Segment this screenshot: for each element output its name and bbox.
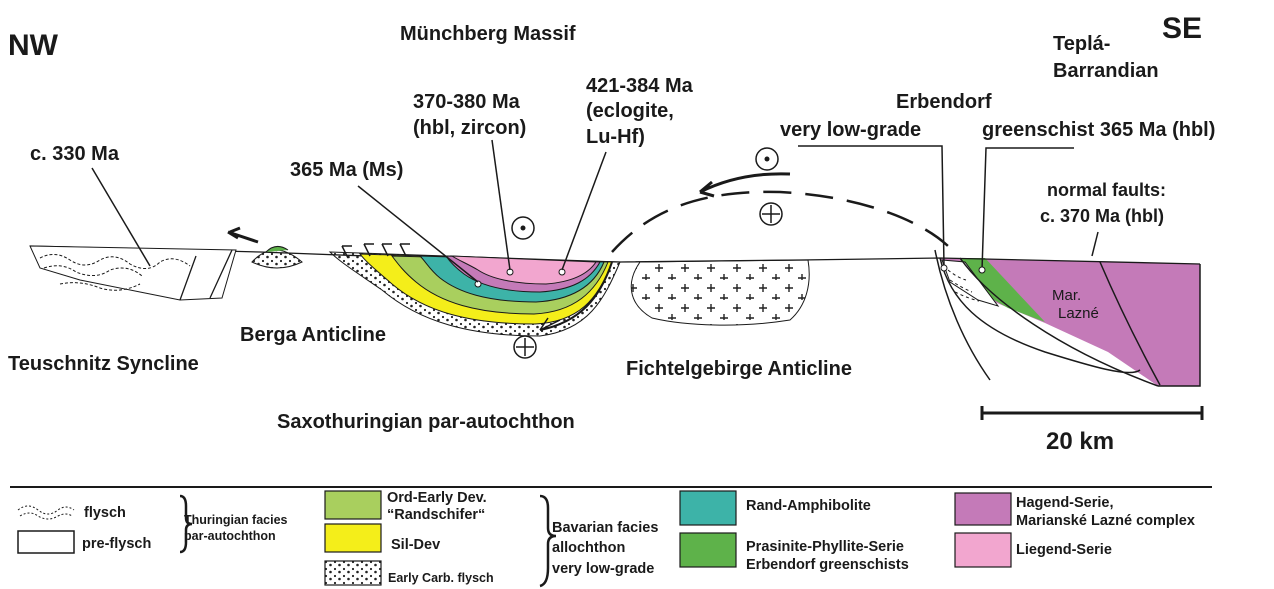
out-of-page-symbol xyxy=(756,148,778,170)
age-421-label-2: (eclogite, xyxy=(586,100,674,122)
legend-prasinite-2: Erbendorf greenschists xyxy=(746,557,909,573)
scale-label: 20 km xyxy=(1046,428,1114,455)
prasinite-swatch xyxy=(680,533,736,567)
liegend-swatch xyxy=(955,533,1011,567)
carb-swatch xyxy=(325,561,381,585)
legend-hagend-2: Marianské Lazné complex xyxy=(1016,513,1195,529)
nw-label: NW xyxy=(8,29,59,62)
legend-rand: Rand-Amphibolite xyxy=(746,498,871,514)
erbendorf-label: Erbendorf xyxy=(896,91,992,113)
scale-bar xyxy=(982,406,1202,420)
into-page-symbol xyxy=(760,203,782,225)
mar-label-2: Lazné xyxy=(1058,305,1099,322)
legend-carb: Early Carb. flysch xyxy=(388,571,494,585)
legend-bavarian-2: allochthon xyxy=(552,540,625,556)
tepla-label-2: Barrandian xyxy=(1053,60,1159,82)
legend-bavarian-3: very low-grade xyxy=(552,561,654,577)
fichtelgebirge-label: Fichtelgebirge Anticline xyxy=(626,358,852,380)
legend-bavarian-1: Bavarian facies xyxy=(552,520,658,536)
out-of-page-symbol xyxy=(512,217,534,239)
age-365-ms-label: 365 Ma (Ms) xyxy=(290,159,403,181)
age-370-label-2: (hbl, zircon) xyxy=(413,117,526,139)
very-low-grade-label: very low-grade xyxy=(780,119,921,141)
legend-thuringian-2: par-autochthon xyxy=(184,529,276,543)
preflysch-swatch xyxy=(18,531,74,553)
legend-hagend-1: Hagend-Serie, xyxy=(1016,495,1114,511)
normal-faults-label-1: normal faults: xyxy=(1047,180,1166,200)
legend-preflysch: pre-flysch xyxy=(82,536,151,552)
berga-anticline-label: Berga Anticline xyxy=(240,324,386,346)
legend-prasinite-1: Prasinite-Phyllite-Serie xyxy=(746,539,904,555)
sil-swatch xyxy=(325,524,381,552)
legend-liegend: Liegend-Serie xyxy=(1016,542,1112,558)
age-370-label-1: 370-380 Ma xyxy=(413,91,521,113)
legend: flysch pre-flysch Thuringian facies par-… xyxy=(18,490,1195,586)
normal-faults-label-2: c. 370 Ma (hbl) xyxy=(1040,206,1164,226)
legend-sil: Sil-Dev xyxy=(391,537,440,553)
greenschist-label: greenschist 365 Ma (hbl) xyxy=(982,119,1215,141)
tepla-label-1: Teplá- xyxy=(1053,33,1110,55)
flysch-swatch xyxy=(18,506,74,519)
fichtelgebirge-granite xyxy=(631,260,809,325)
age-330-label: c. 330 Ma xyxy=(30,143,120,165)
mar-label-1: Mar. xyxy=(1052,287,1081,304)
se-label: SE xyxy=(1162,12,1202,45)
legend-flysch: flysch xyxy=(84,505,126,521)
hagend-swatch xyxy=(955,493,1011,525)
ord-swatch xyxy=(325,491,381,519)
munchberg-label: Münchberg Massif xyxy=(400,23,576,45)
legend-thuringian-1: Thuringian facies xyxy=(184,513,288,527)
legend-ord-1: Ord-Early Dev. xyxy=(387,490,487,506)
into-page-symbol xyxy=(514,336,536,358)
teuschnitz-syncline-label: Teuschnitz Syncline xyxy=(8,353,199,375)
age-421-label-1: 421-384 Ma xyxy=(586,75,694,97)
age-421-label-3: Lu-Hf) xyxy=(586,126,645,148)
legend-ord-2: “Randschifer“ xyxy=(387,507,485,523)
saxothuringian-label: Saxothuringian par-autochthon xyxy=(277,411,575,433)
rand-swatch xyxy=(680,491,736,525)
teuschnitz-flysch-body xyxy=(30,246,236,300)
